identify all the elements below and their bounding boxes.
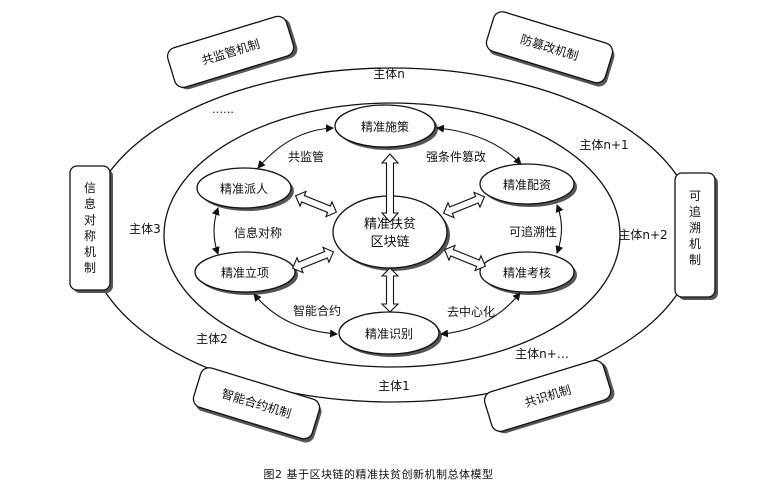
double-arrow-upper-right	[442, 191, 486, 219]
mechanism-right-label: 可追溯机制	[689, 189, 701, 267]
node-lixiang: 精准立项	[194, 251, 298, 295]
node-pairen: 精准派人	[196, 167, 294, 211]
label-xinxi: 信息对称	[234, 225, 282, 240]
double-arrow-down	[380, 267, 400, 313]
subject-n: 主体n	[373, 67, 405, 81]
label-qiangtiaojian: 强条件篡改	[426, 149, 486, 164]
node-shiche: 精准施策	[334, 104, 438, 150]
node-lixiang-label: 精准立项	[221, 265, 269, 280]
label-gongjianguan: 共监管	[288, 149, 324, 164]
node-peizi: 精准配资	[479, 163, 577, 207]
subject-2: 主体2	[196, 332, 228, 346]
subject-n1: 主体n+1	[579, 138, 628, 152]
arrow-lixiang-pairen	[211, 207, 220, 255]
mechanism-top-right: 防篡改机制	[485, 11, 615, 87]
arrow-peizi-kaohe	[555, 204, 564, 254]
node-shiche-label: 精准施策	[361, 120, 409, 134]
node-kaohe: 精准考核	[479, 251, 577, 295]
node-peizi-label: 精准配资	[503, 178, 551, 192]
node-shibie: 精准识别	[338, 311, 442, 357]
center-label-line2: 区块链	[370, 235, 409, 250]
subject-3: 主体3	[129, 222, 161, 236]
mechanism-top-left: 共监管机制	[166, 15, 298, 90]
label-zhineng: 智能合约	[293, 303, 341, 318]
double-arrow-lower-left	[291, 246, 335, 274]
label-keshuisu: 可追溯性	[509, 224, 557, 239]
inner-ellipse	[163, 102, 621, 368]
arrow-kaohe-shibie	[440, 292, 521, 338]
subject-ellipsis: ……	[212, 103, 234, 116]
double-arrow-upper-left	[294, 190, 338, 218]
center-label-line1: 精准扶贫	[364, 216, 416, 232]
double-arrow-up	[380, 153, 400, 223]
mechanism-bottom-right: 共识机制	[483, 359, 615, 434]
mechanism-left-label: 信息对称机制	[84, 181, 96, 275]
node-kaohe-label: 精准考核	[503, 266, 551, 280]
label-quzhongxin: 去中心化	[447, 304, 495, 319]
node-shibie-label: 精准识别	[365, 327, 413, 341]
node-pairen-label: 精准派人	[220, 182, 268, 196]
mechanism-bottom-left: 智能合约机制	[192, 367, 322, 443]
arrow-shibie-lixiang	[253, 293, 338, 338]
arrow-shiche-peizi	[436, 124, 522, 165]
arrow-pairen-shiche	[257, 124, 334, 169]
subject-n3: 主体n+…	[515, 347, 569, 361]
mechanism-right: 可追溯机制	[674, 172, 718, 300]
subject-n2: 主体n+2	[618, 228, 667, 242]
subject-1: 主体1	[378, 379, 410, 393]
mechanism-left: 信息对称机制	[69, 165, 113, 293]
center-node: 精准扶贫 区块链	[332, 195, 450, 271]
double-arrow-lower-right	[443, 244, 487, 272]
figure-caption: 图2 基于区块链的精准扶贫创新机制总体模型	[263, 468, 494, 481]
